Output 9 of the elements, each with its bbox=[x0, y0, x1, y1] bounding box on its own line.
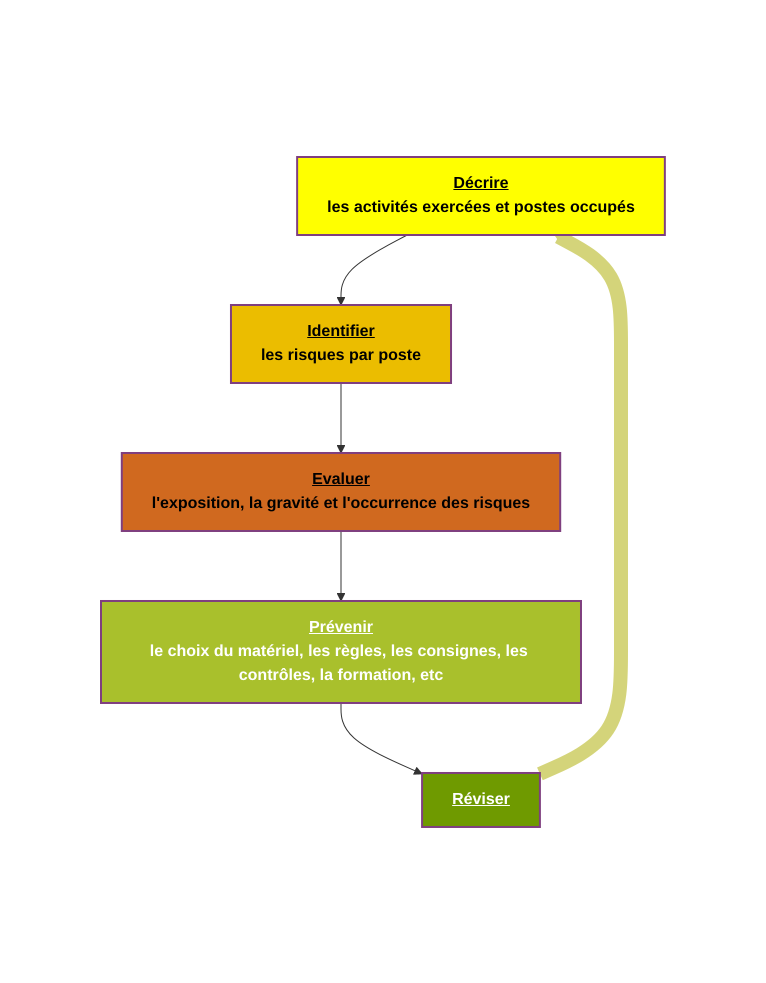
arrow bbox=[336, 234, 408, 305]
arrow bbox=[336, 530, 346, 601]
arrow bbox=[340, 702, 423, 774]
node-box: Réviser bbox=[421, 771, 541, 828]
node-box: Evaluer l'exposition, la gravité et l'occurrence des risques bbox=[120, 452, 562, 532]
node-box: Identifier les risques par poste bbox=[230, 304, 452, 384]
node-box: Prévenir le choix du matériel, les règles, les consignes, les contrôles, la formation, etc bbox=[100, 600, 582, 704]
node-box: Décrire les activités exercées et postes occupés bbox=[296, 156, 666, 236]
arrow bbox=[336, 382, 346, 453]
